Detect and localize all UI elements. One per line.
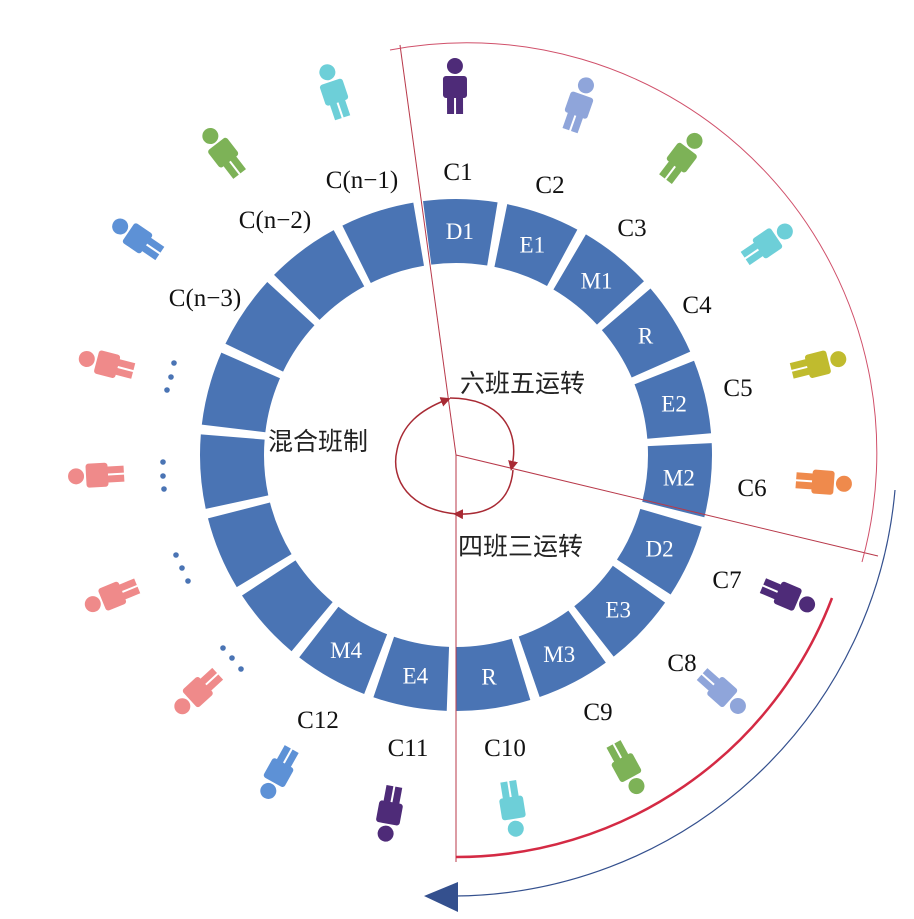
divider-line-right <box>455 454 879 557</box>
shift-segment-label: M3 <box>543 642 575 667</box>
six-crew-range-arc <box>389 42 878 563</box>
person-icon <box>112 218 165 261</box>
person-icon <box>789 350 847 379</box>
ellipsis-dot <box>229 655 235 661</box>
person-icon <box>202 127 246 179</box>
person-icon <box>606 740 645 795</box>
ellipsis-dot <box>220 645 226 651</box>
shift-segment <box>518 610 606 697</box>
shift-segment <box>225 282 315 372</box>
shift-segment <box>553 234 644 325</box>
shift-segment <box>601 288 691 378</box>
ellipsis-dot <box>164 387 170 393</box>
ellipsis-dot <box>238 666 244 672</box>
shift-segment <box>299 606 388 694</box>
shift-segment-label: E2 <box>661 392 687 417</box>
shift-ring <box>199 199 712 711</box>
shift-segment <box>274 230 365 320</box>
crew-label: C6 <box>737 475 766 502</box>
shift-segment <box>494 204 578 286</box>
person-icon <box>319 64 351 121</box>
shift-segment-label: M1 <box>581 269 613 294</box>
shift-segment-label: M4 <box>330 638 362 663</box>
ellipsis-dot <box>185 578 191 584</box>
person-icon <box>78 350 136 379</box>
crew-label: C11 <box>388 735 429 762</box>
crew-label: C(n−2) <box>239 207 311 234</box>
crew-label: C(n−3) <box>169 285 241 312</box>
shift-segment <box>634 360 712 439</box>
person-icon <box>795 469 852 495</box>
shift-segment-label: E3 <box>605 597 631 622</box>
crew-label: C12 <box>297 707 339 734</box>
crew-label: C9 <box>583 699 612 726</box>
shift-segment-label: E4 <box>403 663 429 688</box>
four-crew-range-arc <box>455 597 834 859</box>
person-icon <box>740 223 793 266</box>
person-icon <box>260 745 299 799</box>
shift-segment <box>199 434 269 509</box>
shift-segment-label: R <box>481 665 497 690</box>
ellipsis-dot <box>179 565 185 571</box>
shift-segment <box>616 508 702 595</box>
four-crew-three-shift-label: 四班三运转 <box>458 532 583 561</box>
ellipsis-dot <box>160 473 166 479</box>
crew-label: C1 <box>443 159 472 186</box>
rotation-direction-arc <box>454 489 896 897</box>
shift-segment-label: E1 <box>520 232 546 257</box>
shift-segment <box>642 443 712 518</box>
rotation-arrow-head <box>424 882 458 912</box>
crew-label: C3 <box>617 215 646 242</box>
person-icon <box>84 578 141 613</box>
shift-segment <box>423 199 498 266</box>
shift-segment <box>373 636 450 711</box>
ellipsis-dots <box>160 360 244 672</box>
person-icon <box>759 578 816 613</box>
person-icon <box>376 784 403 842</box>
six-crew-five-shift-label: 六班五运转 <box>460 369 585 398</box>
person-icon <box>562 77 594 134</box>
cycle-arrow-left <box>395 397 458 515</box>
shift-segment <box>456 638 531 711</box>
shift-segment <box>207 502 292 588</box>
shift-segment-label: M2 <box>663 465 695 490</box>
crew-members <box>68 58 852 842</box>
ellipsis-dot <box>168 374 174 380</box>
shift-segment-label: R <box>638 324 654 349</box>
person-icon <box>442 58 468 115</box>
shift-segment <box>342 202 424 283</box>
person-icon <box>174 667 224 715</box>
crew-label: C4 <box>682 292 712 319</box>
shift-segment-label: D1 <box>446 219 474 244</box>
crew-label: C5 <box>723 375 752 402</box>
shift-segment <box>574 565 666 657</box>
crew-label: C10 <box>484 735 526 762</box>
divider-line-top <box>399 44 457 456</box>
crew-label: C7 <box>712 567 741 594</box>
person-icon <box>68 462 125 488</box>
ellipsis-dot <box>171 360 177 366</box>
cycle-arrow-bottom <box>453 469 514 520</box>
person-icon <box>499 780 526 837</box>
shift-segment-label: D2 <box>646 536 674 561</box>
shift-segment <box>241 560 333 652</box>
ellipsis-dot <box>173 552 179 558</box>
cycle-arrow-right <box>449 397 518 471</box>
shift-segment <box>201 352 281 433</box>
person-icon <box>696 668 746 714</box>
crew-label: C8 <box>667 650 696 677</box>
person-icon <box>659 132 703 184</box>
ellipsis-dot <box>160 459 166 465</box>
crew-label: C(n−1) <box>326 167 398 194</box>
mixed-shift-label: 混合班制 <box>268 427 368 456</box>
crew-label: C2 <box>535 172 564 199</box>
ellipsis-dot <box>161 486 167 492</box>
